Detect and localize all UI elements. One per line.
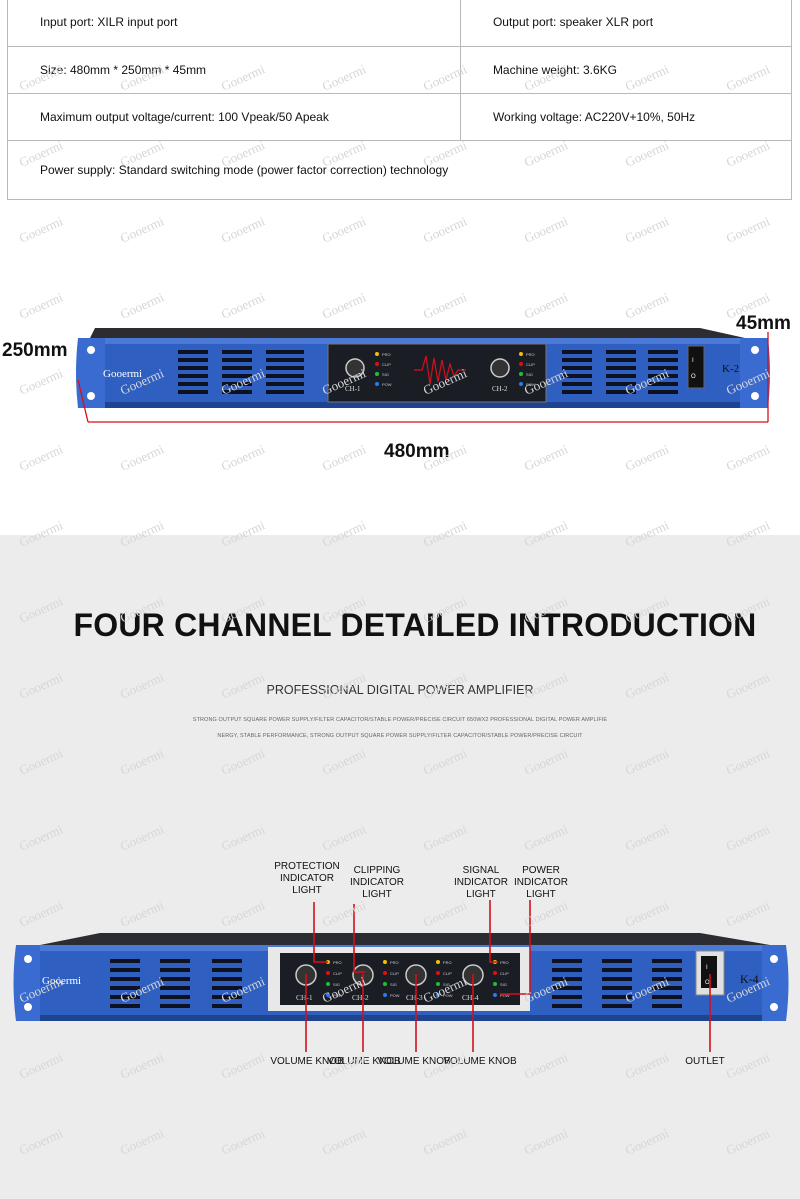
model-label-k2: K-2: [722, 363, 739, 375]
spec-size: Size: 480mm * 250mm * 45mm: [7, 46, 461, 94]
callout-volume-knob-1: VOLUME KNOB: [270, 1056, 344, 1067]
svg-text:O: O: [705, 980, 710, 986]
callout-volume-knob-3: VOLUME KNOB: [377, 1056, 451, 1067]
svg-text:PRO: PRO: [390, 960, 399, 965]
spec-section: Input port: XILR input port Output port:…: [0, 0, 800, 535]
table-row: Input port: XILR input port Output port:…: [7, 0, 793, 47]
amplifier-k4-image: Gooermi CH-1 CH-2 CH-3 CH-4 PRO CLIP SIG POW P…: [13, 933, 789, 1021]
svg-text:POW: POW: [500, 993, 510, 998]
svg-text:CH-2: CH-2: [352, 993, 369, 1002]
spec-input-port: Input port: XILR input port: [7, 0, 461, 47]
depth-label: 250mm: [2, 340, 68, 361]
svg-text:POW: POW: [443, 993, 453, 998]
callout-volume-knob-4: VOLUME KNOB: [443, 1056, 517, 1067]
intro-section: [0, 535, 800, 1199]
svg-text:O: O: [691, 374, 696, 380]
svg-text:POW: POW: [333, 993, 343, 998]
svg-text:PRO: PRO: [333, 960, 342, 965]
section-description-line2: NERGY, STABLE PERFORMANCE, STRONG OUTPUT…: [217, 733, 583, 739]
svg-text:CLIP: CLIP: [390, 971, 399, 976]
spec-max-output: Maximum output voltage/current: 100 Vpea…: [7, 93, 461, 141]
width-label: 480mm: [384, 441, 450, 462]
svg-text:SIG: SIG: [443, 982, 450, 987]
svg-text:PRO: PRO: [500, 960, 509, 965]
svg-text:SIG: SIG: [500, 982, 507, 987]
svg-text:PRO: PRO: [443, 960, 452, 965]
callout-outlet: OUTLET: [685, 1056, 725, 1067]
svg-text:CH-2: CH-2: [492, 385, 508, 393]
callout-volume-knob-2: VOLUME KNOB: [327, 1056, 401, 1067]
spec-working-voltage: Working voltage: AC220V+10%, 50Hz: [459, 93, 793, 141]
spec-output-port: Output port: speaker XLR port: [459, 0, 793, 47]
callout-lines: [305, 900, 711, 1052]
callout-power: POWER INDICATOR LIGHT: [513, 865, 569, 900]
svg-text:POW: POW: [390, 993, 400, 998]
svg-text:CH-1: CH-1: [345, 385, 361, 393]
svg-text:CLIP: CLIP: [333, 971, 342, 976]
brand-logo-k2: Gooermi: [103, 368, 142, 380]
svg-text:CH-4: CH-4: [462, 993, 479, 1002]
section-subtitle: PROFESSIONAL DIGITAL POWER AMPLIFIER: [266, 683, 534, 697]
svg-text:CH-1: CH-1: [296, 993, 313, 1002]
table-row: Maximum output voltage/current: 100 Vpea…: [7, 93, 793, 141]
svg-text:I: I: [706, 965, 708, 971]
model-label-k4: K-4: [740, 972, 759, 986]
svg-text:CLIP: CLIP: [443, 971, 452, 976]
brand-logo-k4: Gooermi: [42, 975, 81, 987]
section-title: FOUR CHANNEL DETAILED INTRODUCTION: [73, 607, 757, 643]
callout-protection: PROTECTION INDICATOR LIGHT: [274, 861, 340, 896]
table-row: Size: 480mm * 250mm * 45mm Machine weigh…: [7, 46, 793, 94]
svg-text:SIG: SIG: [333, 982, 340, 987]
svg-text:CH-3: CH-3: [406, 993, 423, 1002]
callout-signal: SIGNAL INDICATOR LIGHT: [453, 865, 509, 900]
svg-text:I: I: [692, 358, 694, 364]
svg-text:SIG: SIG: [390, 982, 397, 987]
callout-clipping: CLIPPING INDICATOR LIGHT: [349, 865, 405, 900]
height-label: 45mm: [736, 313, 791, 334]
spec-weight: Machine weight: 3.6KG: [459, 46, 793, 94]
spec-table: Input port: XILR input port Output port:…: [7, 0, 793, 200]
section-description-line1: STRONG OUTPUT SQUARE POWER SUPPLY/FILTER…: [192, 717, 608, 723]
table-row: Power supply: Standard switching mode (p…: [7, 140, 792, 200]
spec-power-supply: Power supply: Standard switching mode (p…: [7, 140, 792, 200]
svg-text:CLIP: CLIP: [500, 971, 509, 976]
